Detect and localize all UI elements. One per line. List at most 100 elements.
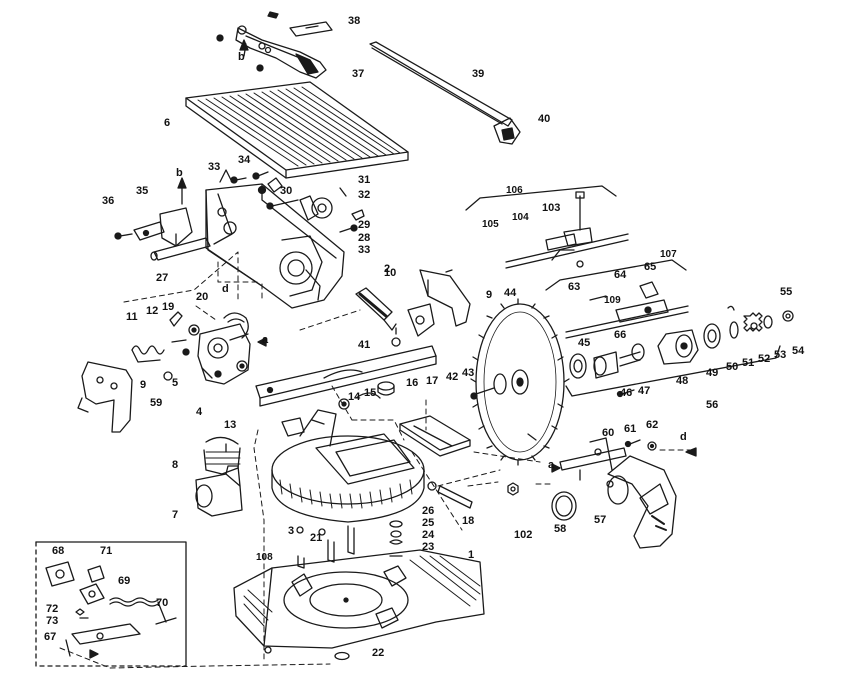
callout-48: 48	[676, 375, 689, 387]
inset-parts	[45, 561, 177, 657]
callout-50: 50	[726, 361, 739, 373]
table-top-part	[185, 81, 409, 179]
arrow-marks	[89, 39, 697, 659]
callout-13: 13	[224, 419, 237, 431]
callout-15: 15	[364, 387, 377, 399]
label-plate-part	[289, 21, 333, 37]
callout-37: 37	[352, 68, 365, 80]
callout-14: 14	[348, 391, 361, 403]
callout-34: 34	[238, 154, 251, 166]
upper-shaft-assembly	[465, 185, 629, 269]
callout-107: 107	[660, 249, 677, 260]
knob-parts	[163, 311, 200, 381]
callout-28: 28	[358, 232, 371, 244]
callout-49: 49	[706, 367, 719, 379]
callout-33-right: 33	[358, 244, 371, 256]
flange-nut-parts	[470, 373, 507, 400]
callout-33-top: 33	[208, 161, 221, 173]
callout-45: 45	[578, 337, 591, 349]
callout-8: 8	[172, 459, 179, 471]
callout-25: 25	[422, 517, 435, 529]
handle-part	[216, 11, 327, 79]
turntable-part	[271, 409, 425, 523]
callout-106: 106	[506, 185, 523, 196]
spring-part	[131, 345, 165, 363]
stop-pin-parts	[281, 381, 395, 437]
marker-a-left: a	[262, 334, 269, 346]
callout-47: 47	[638, 385, 651, 397]
callout-2: 2	[384, 263, 391, 275]
callout-54: 54	[792, 345, 805, 357]
callout-39: 39	[472, 68, 485, 80]
callout-46: 46	[620, 387, 633, 399]
callout-108: 108	[256, 552, 273, 563]
callout-44: 44	[504, 287, 517, 299]
callout-38: 38	[348, 15, 361, 27]
callout-65: 65	[644, 261, 657, 273]
callout-30: 30	[280, 185, 293, 197]
callout-43: 43	[462, 367, 475, 379]
blade-guard-part	[607, 455, 677, 549]
callout-3: 3	[288, 525, 295, 537]
brush-part	[355, 287, 397, 331]
callout-1: 1	[468, 549, 475, 561]
dust-hose-part	[203, 436, 241, 475]
dust-outlet-part	[195, 465, 243, 517]
callout-7: 7	[172, 509, 179, 521]
callout-51: 51	[742, 357, 755, 369]
callout-53: 53	[774, 349, 787, 361]
base-part	[233, 549, 485, 649]
callout-12: 12	[146, 305, 159, 317]
callout-40: 40	[538, 113, 551, 125]
callout-9-right: 9	[486, 289, 493, 301]
callout-105: 105	[482, 219, 499, 230]
callout-55: 55	[780, 286, 793, 298]
callout-71: 71	[100, 545, 113, 557]
callout-68: 68	[52, 545, 65, 557]
callout-24: 24	[422, 529, 435, 541]
callout-72: 72	[46, 603, 59, 615]
callout-63: 63	[568, 281, 581, 293]
marker-d-right: d	[680, 431, 687, 443]
callout-56: 56	[706, 399, 719, 411]
callout-11: 11	[126, 311, 138, 323]
callout-10: 10	[384, 267, 397, 279]
callout-26: 26	[422, 505, 435, 517]
callout-4: 4	[196, 406, 203, 418]
clip-and-nut-parts	[507, 482, 577, 521]
marker-b-left: b	[176, 167, 183, 179]
callout-62: 62	[646, 419, 659, 431]
callout-69: 69	[118, 575, 131, 587]
callout-103: 103	[542, 202, 561, 214]
callout-70: 70	[156, 597, 169, 609]
callout-18: 18	[462, 515, 475, 527]
callout-64: 64	[614, 269, 627, 281]
callout-60: 60	[602, 427, 615, 439]
fence-bar-part	[369, 41, 521, 145]
callout-21: 21	[310, 532, 323, 544]
arm-casting-part	[197, 312, 251, 385]
callout-23: 23	[422, 541, 435, 553]
marker-b-top: b	[238, 51, 245, 63]
callout-102: 102	[514, 529, 533, 541]
callout-59: 59	[150, 397, 163, 409]
callout-36: 36	[102, 195, 115, 207]
callout-5: 5	[172, 377, 179, 389]
callout-31: 31	[358, 174, 371, 186]
callout-9-left: 9	[140, 379, 147, 391]
guide-rail-part	[255, 327, 437, 407]
right-bracket-part	[407, 269, 471, 337]
callout-42: 42	[446, 371, 459, 383]
callout-16: 16	[406, 377, 419, 389]
callout-66: 66	[614, 329, 627, 341]
callout-104: 104	[512, 212, 529, 223]
turntable-insert-part	[399, 415, 471, 457]
callout-41: 41	[358, 339, 371, 351]
marker-d-left: d	[222, 283, 229, 295]
pin-and-washer-parts	[230, 171, 365, 233]
callout-61: 61	[624, 423, 637, 435]
callout-52: 52	[758, 353, 771, 365]
inset-box	[35, 541, 187, 667]
